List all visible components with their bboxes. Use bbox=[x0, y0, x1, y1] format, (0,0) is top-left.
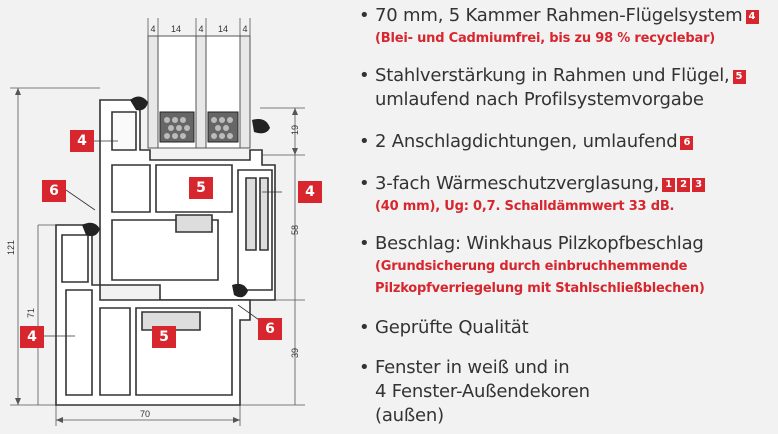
label-badge-frame-system: 4 bbox=[70, 130, 94, 152]
feature-badge: 2 bbox=[677, 178, 691, 192]
dim-39: 39 bbox=[290, 348, 300, 358]
dim-58: 58 bbox=[290, 225, 300, 235]
feature-badge: 3 bbox=[692, 178, 706, 192]
feature-text: 2 Anschlagdichtungen, umlaufend bbox=[375, 131, 678, 152]
label-badge-steel-lower: 5 bbox=[152, 326, 176, 348]
feature-subtext: (Blei- und Cadmiumfrei, bis zu 98 % recy… bbox=[375, 31, 716, 46]
dim-70: 70 bbox=[140, 409, 150, 419]
feature-text: 3-fach Wärmeschutzverglasung, bbox=[375, 173, 660, 194]
feature-subtext-line2: Pilzkopfverriegelung mit Stahlschließble… bbox=[375, 281, 705, 296]
bullet-icon: • bbox=[359, 173, 370, 194]
feature-text: 70 mm, 5 Kammer Rahmen-Flügelsystem bbox=[375, 5, 743, 26]
feature-badge: 1 bbox=[662, 178, 676, 192]
bullet-icon: • bbox=[359, 65, 370, 86]
dim-71: 71 bbox=[26, 308, 36, 318]
dim-top-1: 4 bbox=[150, 24, 155, 34]
dim-121: 121 bbox=[6, 240, 16, 255]
dim-top-5: 4 bbox=[242, 24, 247, 34]
bullet-icon: • bbox=[359, 357, 370, 378]
feature-text-line2: 4 Fenster-Außendekoren bbox=[375, 381, 590, 402]
dim-top-2: 14 bbox=[171, 24, 181, 34]
profile-cross-section: 4 14 4 14 4 19 58 39 121 71 70 bbox=[6, 18, 305, 426]
bullet-icon: • bbox=[359, 131, 370, 152]
feature-badge: 5 bbox=[732, 70, 746, 84]
dim-top-3: 4 bbox=[198, 24, 203, 34]
label-badge-frame-lower: 4 bbox=[20, 326, 44, 348]
feature-item: • Stahlverstärkung in Rahmen und Flügel,… bbox=[355, 64, 778, 112]
feature-text: Beschlag: Winkhaus Pilzkopfbeschlag bbox=[375, 233, 704, 254]
feature-subtext: (Grundsicherung durch einbruchhemmende bbox=[375, 259, 688, 274]
label-badge-frame-right: 4 bbox=[298, 181, 322, 203]
feature-item: • Geprüfte Qualität bbox=[355, 316, 778, 340]
label-badge-gasket-upper: 6 bbox=[42, 180, 66, 202]
feature-item: • Fenster in weiß und in 4 Fenster-Außen… bbox=[355, 356, 778, 428]
bullet-icon: • bbox=[359, 317, 370, 338]
window-profile-diagram: 4 14 4 14 4 19 58 39 121 71 70 4 6 5 4 4… bbox=[0, 0, 340, 430]
feature-text: Fenster in weiß und in bbox=[375, 357, 570, 378]
feature-item: • Beschlag: Winkhaus Pilzkopfbeschlag (G… bbox=[355, 232, 778, 300]
feature-subtext: (40 mm), Ug: 0,7. Schalldämmwert 33 dB. bbox=[375, 199, 675, 214]
label-badge-gasket-lower: 6 bbox=[258, 318, 282, 340]
feature-text-line2: umlaufend nach Profilsystemvorgabe bbox=[375, 89, 704, 110]
feature-text: Stahlverstärkung in Rahmen und Flügel, bbox=[375, 65, 730, 86]
label-badge-steel-upper: 5 bbox=[189, 177, 213, 199]
gaskets bbox=[82, 96, 270, 298]
feature-badge: 6 bbox=[680, 136, 694, 150]
triple-glazing bbox=[147, 35, 251, 149]
dim-top-4: 14 bbox=[218, 24, 228, 34]
dim-19: 19 bbox=[290, 125, 300, 135]
bullet-icon: • bbox=[359, 5, 370, 26]
feature-badge: 4 bbox=[745, 10, 759, 24]
bullet-icon: • bbox=[359, 233, 370, 254]
feature-text: Geprüfte Qualität bbox=[375, 317, 529, 338]
feature-text-line3: (außen) bbox=[375, 405, 444, 426]
